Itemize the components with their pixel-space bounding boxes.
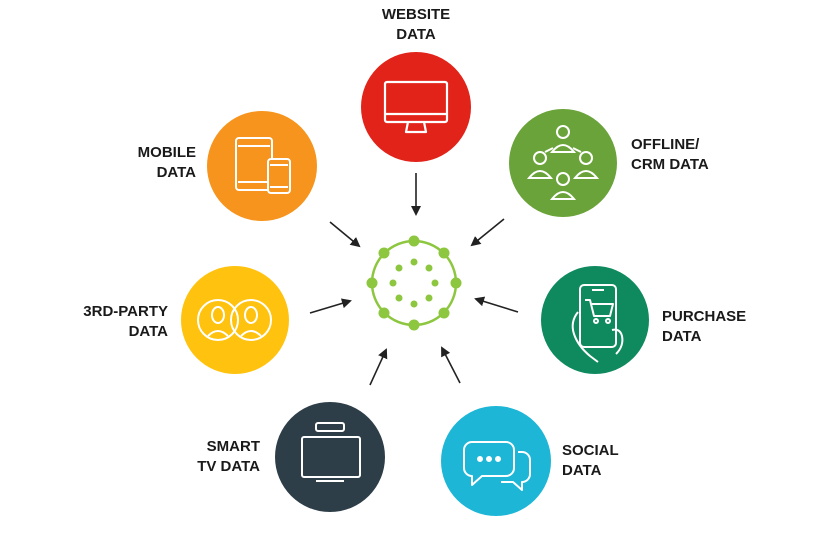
- chat-bubbles-icon: [463, 441, 531, 491]
- purchase-node: [541, 266, 649, 374]
- tv-icon: [301, 422, 361, 482]
- purchase-label-line-2: DATA: [662, 328, 702, 345]
- two-people-icon: [197, 299, 272, 341]
- tablet-phone-icon: [235, 137, 291, 194]
- smart-tv-label: SMART TV DATA: [160, 437, 260, 477]
- mobile-cart-icon: [571, 284, 624, 363]
- arrow-purchase: [474, 296, 519, 313]
- social-label-line-1: SOCIAL: [562, 442, 619, 459]
- smart-tv-node: [275, 402, 385, 512]
- third-party-node: [181, 266, 289, 374]
- offline-crm-node: [509, 109, 617, 217]
- hub-inner-nodes: [389, 258, 439, 308]
- offline-crm-label-line-2: CRM DATA: [631, 156, 709, 173]
- arrow-mobile: [329, 221, 361, 248]
- website-label: WEBSITE DATA: [366, 5, 466, 45]
- social-label-line-2: DATA: [562, 462, 602, 479]
- social-label: SOCIAL DATA: [562, 441, 619, 481]
- third-party-label-line-1: 3RD-PARTY: [83, 303, 168, 320]
- mobile-label-line-2: DATA: [156, 164, 196, 181]
- mobile-label: MOBILE DATA: [96, 143, 196, 183]
- mobile-label-line-1: MOBILE: [137, 144, 196, 161]
- website-node: [361, 52, 471, 162]
- arrow-smart-tv: [369, 348, 388, 386]
- hub-outer-nodes: [366, 235, 462, 331]
- social-node: [441, 406, 551, 516]
- arrow-offline-crm: [470, 218, 505, 247]
- third-party-label: 3RD-PARTY DATA: [50, 302, 168, 342]
- offline-crm-circle: [509, 109, 617, 217]
- arrow-social: [441, 346, 461, 384]
- purchase-label: PURCHASE DATA: [662, 307, 746, 347]
- smart-tv-label-line-1: SMART: [206, 438, 260, 455]
- offline-crm-label: OFFLINE/ CRM DATA: [631, 135, 709, 175]
- people-network-icon: [526, 125, 600, 200]
- offline-crm-label-line-1: OFFLINE/: [631, 136, 700, 153]
- data-hub-icon: [366, 235, 462, 331]
- arrows: [309, 173, 519, 386]
- mobile-node: [207, 111, 317, 221]
- monitor-icon: [383, 80, 449, 134]
- website-label-line-1: WEBSITE: [381, 6, 451, 23]
- arrow-third-party: [309, 298, 352, 314]
- third-party-label-line-2: DATA: [128, 323, 168, 340]
- website-circle: [361, 52, 471, 162]
- smart-tv-label-line-2: TV DATA: [197, 458, 260, 475]
- website-label-line-2: DATA: [396, 26, 436, 43]
- mobile-circle: [207, 111, 317, 221]
- third-party-circle: [181, 266, 289, 374]
- smart-tv-circle: [275, 402, 385, 512]
- purchase-label-line-1: PURCHASE: [662, 308, 747, 325]
